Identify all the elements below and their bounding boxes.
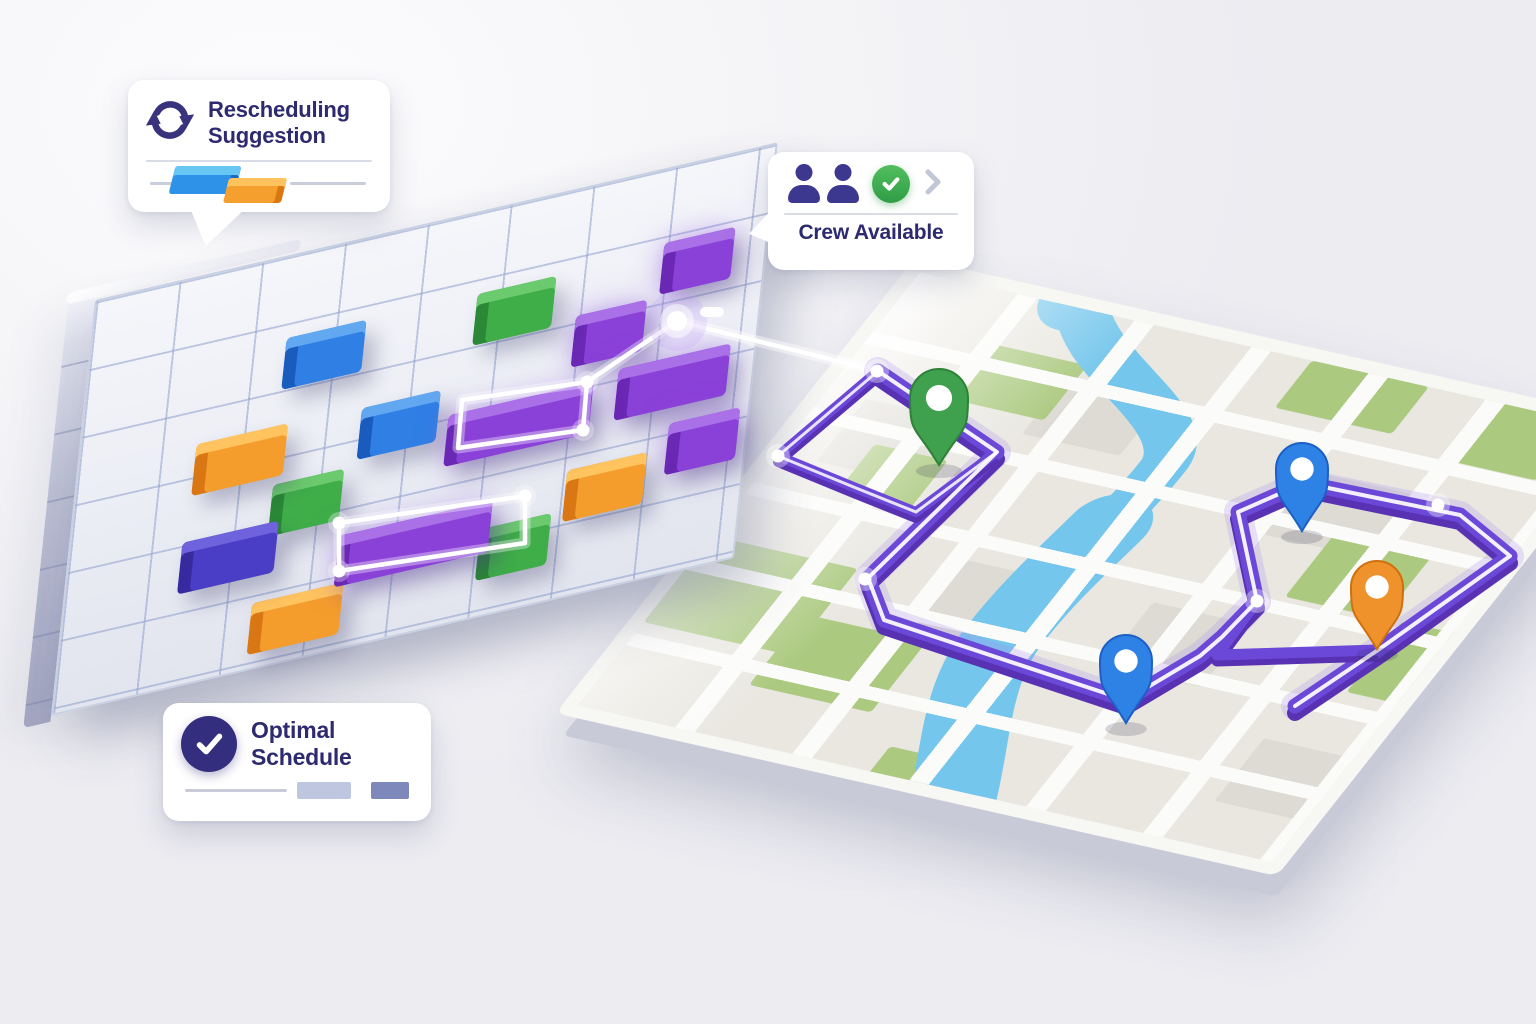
crew-available-callout[interactable]: Crew Available <box>749 152 974 270</box>
optimal-title-line1: Optimal <box>251 717 336 744</box>
chevron-right-icon[interactable] <box>925 168 941 201</box>
optimal-progress <box>181 780 413 802</box>
task-block-purple[interactable] <box>442 381 594 467</box>
task-block-orange[interactable] <box>246 582 345 656</box>
mini-task-block-orange <box>222 178 288 203</box>
rescheduling-suggestion-callout[interactable]: Rescheduling Suggestion <box>128 80 390 246</box>
optimal-schedule-callout[interactable]: Optimal Schedule <box>163 703 431 821</box>
task-block-purple[interactable] <box>613 343 732 421</box>
city-block <box>862 842 1014 877</box>
task-block-green[interactable] <box>267 468 344 538</box>
rescheduling-title: Rescheduling Suggestion <box>208 97 350 148</box>
divider <box>784 213 958 215</box>
task-block-indigo[interactable] <box>177 520 279 595</box>
park-area <box>1014 854 1182 877</box>
task-block-purple[interactable] <box>664 406 741 476</box>
task-block-green[interactable] <box>471 275 557 346</box>
optimal-schedule-title: Optimal Schedule <box>251 717 352 770</box>
mini-gantt-line <box>290 182 366 185</box>
task-block-blue[interactable] <box>281 319 367 390</box>
rescheduling-title-line2: Suggestion <box>208 122 326 148</box>
mini-gantt-preview <box>144 164 374 208</box>
user-icon <box>827 164 859 204</box>
callout-tail <box>190 208 246 246</box>
task-block-orange[interactable] <box>562 451 648 522</box>
task-block-purple[interactable] <box>333 500 493 588</box>
rescheduling-title-line1: Rescheduling <box>208 96 350 122</box>
progress-line <box>185 789 287 792</box>
check-circle-icon <box>181 716 237 772</box>
task-block-blue[interactable] <box>356 390 442 461</box>
progress-bar-light <box>297 782 351 799</box>
refresh-icon <box>144 94 196 151</box>
progress-bar-dark <box>371 782 409 799</box>
crew-available-label: Crew Available <box>798 221 944 244</box>
check-circle-icon <box>872 165 910 203</box>
divider <box>146 160 372 162</box>
task-block-purple[interactable] <box>658 226 736 295</box>
task-block-purple[interactable] <box>570 299 647 369</box>
optimal-title-line2: Schedule <box>251 744 352 770</box>
user-icon <box>788 164 820 204</box>
mini-gantt-line <box>150 182 172 185</box>
